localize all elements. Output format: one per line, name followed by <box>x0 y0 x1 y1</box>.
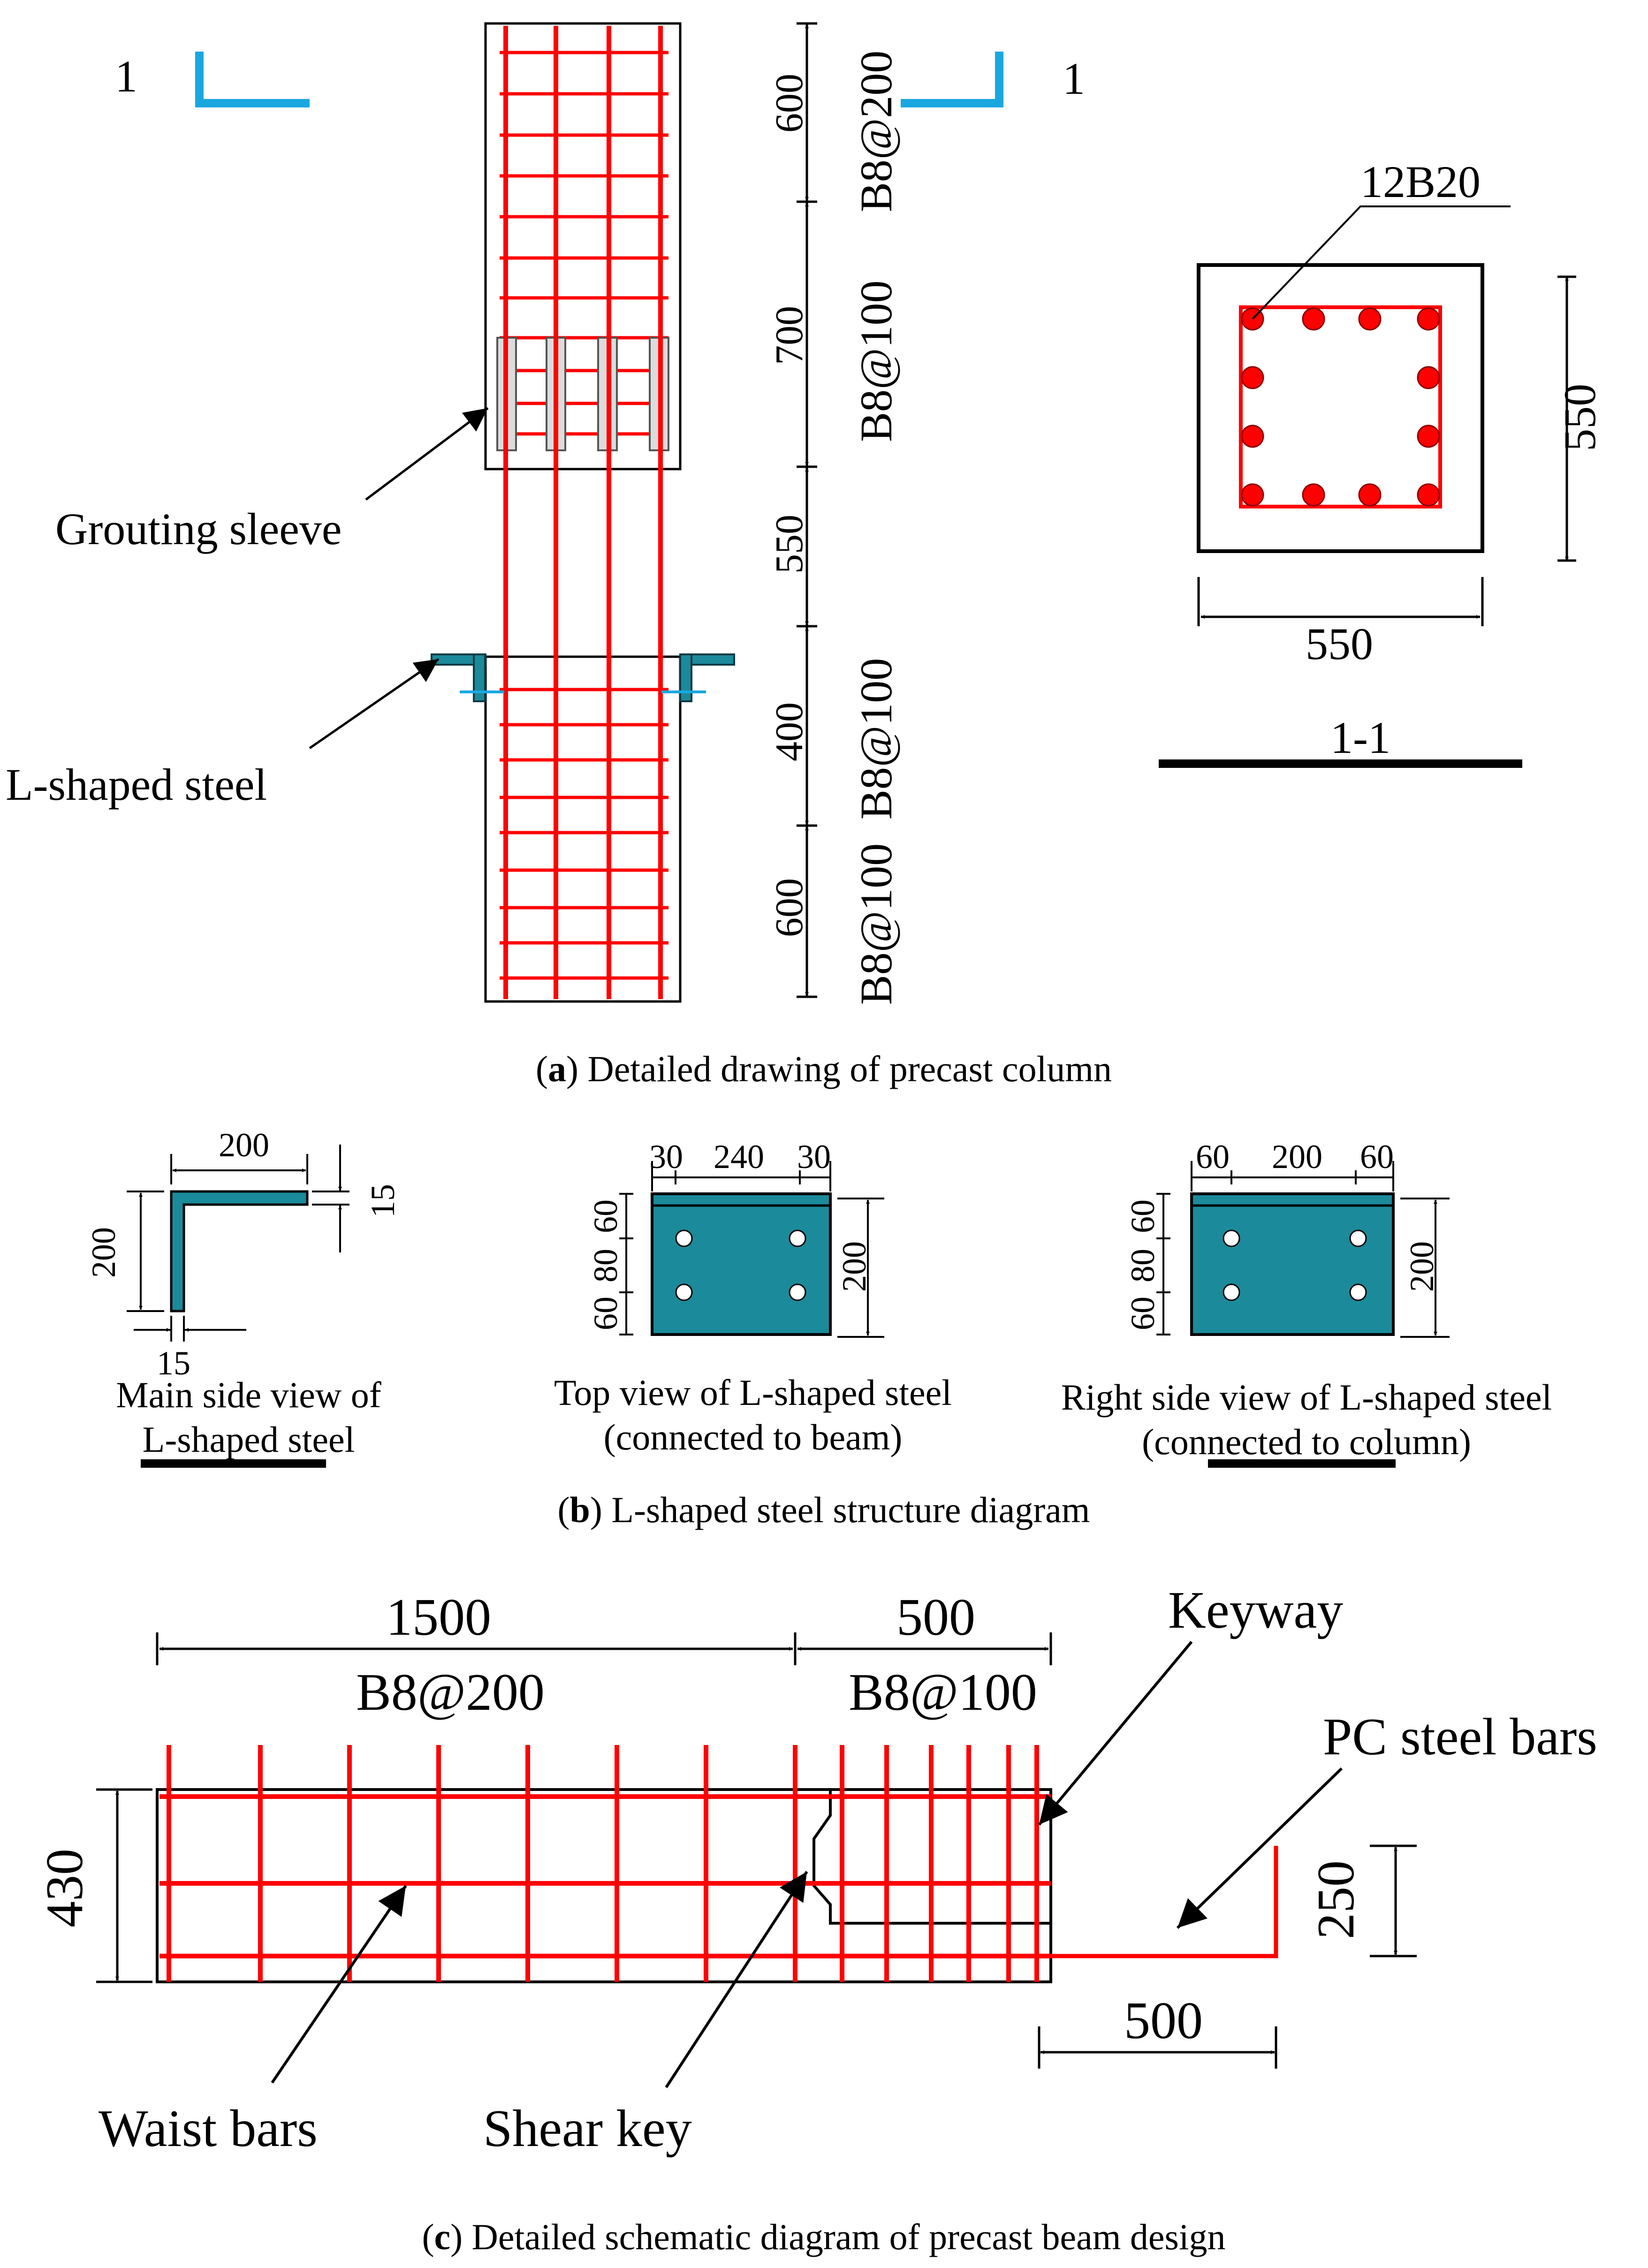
spacing-b8-100-b: B8@100 <box>851 658 901 819</box>
lower-column <box>484 655 682 1003</box>
panel-b: 200 200 15 15 Main side view of L-shaped… <box>85 1126 1552 1530</box>
label-waist-bars: Waist bars <box>99 2100 318 2158</box>
column-longitudinal-bars <box>503 26 663 999</box>
dim-600-bottom: 600 <box>767 878 811 937</box>
spacing-b8-200: B8@200 <box>851 51 901 212</box>
section-1-1: 12B20 550 550 1-1 <box>1159 157 1605 768</box>
top-dim-60-lower: 60 <box>587 1297 624 1330</box>
top-view-title-2: (connected to beam) <box>604 1417 903 1457</box>
top-view-bolt-holes <box>675 1229 806 1301</box>
caption-a: (a) Detailed drawing of precast column <box>536 1048 1112 1089</box>
spacing-b8-100-a: B8@100 <box>851 281 901 442</box>
section-mark-left: 1 <box>115 51 310 107</box>
top-dim-80: 80 <box>587 1249 624 1282</box>
column-dim-chain <box>797 22 817 998</box>
right-dim-80: 80 <box>1124 1249 1162 1282</box>
label-grouting-sleeve: Grouting sleeve <box>55 504 342 554</box>
caption-b: (b) L-shaped steel structure diagram <box>558 1489 1090 1530</box>
joint-l-steel <box>431 653 735 702</box>
main-dim-thickness-h: 15 <box>364 1184 402 1218</box>
section-mark-right: 1 <box>901 52 1085 107</box>
dim-600-top: 600 <box>767 74 811 133</box>
right-dim-200: 200 <box>1272 1138 1322 1176</box>
beam-dim-500-bottom: 500 <box>1124 1992 1203 2050</box>
top-dim-30-left: 30 <box>649 1138 683 1176</box>
main-dim-height: 200 <box>85 1227 122 1278</box>
dim-550: 550 <box>767 515 811 574</box>
upper-stirrups <box>500 51 668 436</box>
section-rebar-label: 12B20 <box>1360 157 1481 207</box>
main-view-title-1: Main side view of <box>116 1374 381 1415</box>
dim-400: 400 <box>767 702 811 761</box>
right-dim-60-right: 60 <box>1360 1138 1394 1176</box>
section-dim-width: 550 <box>1306 619 1373 669</box>
right-dim-60-left: 60 <box>1196 1138 1230 1176</box>
label-l-shaped-steel: L-shaped steel <box>6 759 267 810</box>
spacing-b8-100-c: B8@100 <box>851 843 901 1005</box>
section-mark-right-label: 1 <box>1063 53 1085 104</box>
top-dim-30-right: 30 <box>797 1138 831 1176</box>
beam-longitudinal-bars <box>159 1794 1051 1958</box>
lower-stirrups <box>500 688 668 980</box>
main-view-title-2: L-shaped steel <box>143 1419 355 1460</box>
caption-c: (c) Detailed schematic diagram of precas… <box>422 2216 1225 2257</box>
section-title: 1-1 <box>1330 713 1390 763</box>
panel-c: 1500 500 B8@200 B8@100 <box>36 1581 1597 2257</box>
beam-dim-250: 250 <box>1307 1860 1365 1939</box>
beam-dim-500-top: 500 <box>896 1588 975 1646</box>
label-shear-key: Shear key <box>483 2100 692 2158</box>
main-dim-thickness-v: 15 <box>157 1344 190 1382</box>
main-dim-width: 200 <box>219 1126 269 1164</box>
top-dim-240: 240 <box>714 1138 764 1176</box>
beam-dim-430: 430 <box>36 1849 94 1927</box>
top-dim-60-upper: 60 <box>587 1199 624 1233</box>
right-view-title-1: Right side view of L-shaped steel <box>1061 1377 1552 1418</box>
right-view-bolt-holes <box>1223 1229 1367 1301</box>
section-rebars <box>1241 307 1440 507</box>
top-view: 30 240 30 60 80 60 200 Top view of L-sha… <box>554 1138 952 1457</box>
section-mark-left-label: 1 <box>115 51 137 101</box>
right-dim-60-upper: 60 <box>1124 1199 1162 1233</box>
main-side-view: 200 200 15 15 Main side view of L-shaped… <box>85 1126 402 1468</box>
beam-stirrups <box>167 1745 1039 1982</box>
pc-steel-bars <box>1037 1846 1278 1958</box>
label-keyway: Keyway <box>1168 1581 1343 1639</box>
right-dim-60-lower: 60 <box>1124 1297 1162 1330</box>
upper-column <box>484 22 682 470</box>
section-dim-height: 550 <box>1555 384 1605 451</box>
beam-spacing-left: B8@200 <box>356 1663 545 1722</box>
dim-700: 700 <box>767 306 811 365</box>
beam-dim-1500: 1500 <box>386 1588 491 1646</box>
right-side-view: 60 200 60 60 80 60 200 Right side view o… <box>1061 1138 1552 1468</box>
right-dim-200-v: 200 <box>1403 1241 1441 1292</box>
top-dim-200: 200 <box>835 1241 873 1292</box>
top-view-title-1: Top view of L-shaped steel <box>554 1372 952 1413</box>
right-view-title-2: (connected to column) <box>1142 1421 1471 1462</box>
panel-a: 1 1 <box>6 22 1605 1089</box>
label-pc-steel-bars: PC steel bars <box>1323 1708 1597 1766</box>
beam-spacing-right: B8@100 <box>849 1663 1037 1722</box>
